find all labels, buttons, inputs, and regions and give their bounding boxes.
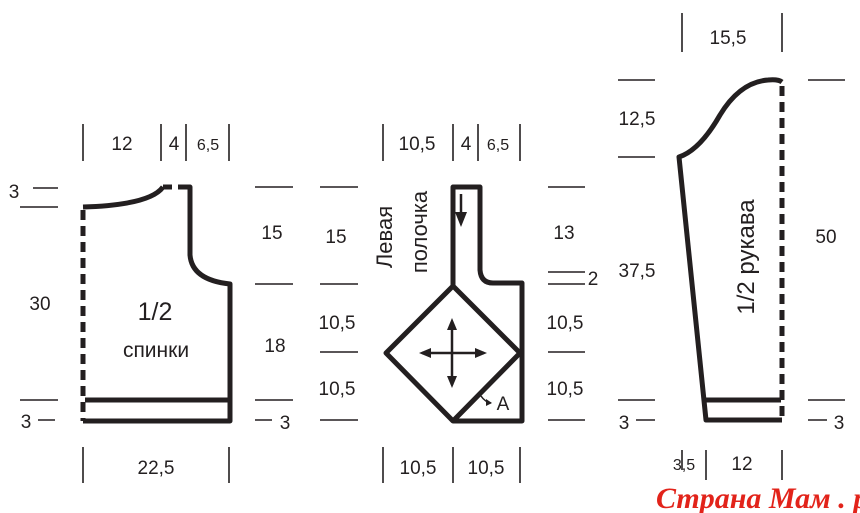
sleeve-bottom-offset-label: 3,5	[673, 457, 695, 474]
pattern-line	[447, 318, 457, 330]
sleeve-body-height-label: 37,5	[619, 261, 656, 282]
sleeve-bottom-width-label: 12	[731, 454, 752, 475]
sleeve-cap-height-label: 12,5	[619, 109, 656, 130]
back-neck-width-label: 4	[169, 134, 180, 155]
front-left-upper-label: 15	[325, 227, 346, 248]
back-title-fraction: 1/2	[138, 298, 173, 326]
back-side-height-label: 18	[264, 336, 285, 357]
front-right-mid-label: 10,5	[547, 313, 584, 334]
sleeve-rib-left-label: 3	[619, 413, 630, 434]
pattern-line	[455, 212, 467, 227]
front-outline	[383, 184, 525, 424]
back-rib-left-label: 3	[21, 412, 32, 433]
pattern-line	[447, 376, 457, 388]
front-neck-width-label: 4	[461, 134, 472, 155]
back-neck-depth-label: 3	[9, 182, 20, 203]
back-armhole-height-label: 15	[261, 223, 282, 244]
back-top-ticks	[82, 124, 230, 161]
back-bottom-width-label: 22,5	[138, 458, 175, 479]
back-piece: 12 4 6,5 3 30 3 15 18 3 1/2 спинки 22,5	[9, 124, 293, 483]
strap-down-arrow-icon	[455, 194, 467, 227]
front-bottom-right-label: 10,5	[468, 458, 505, 479]
sleeve-rib-right-label: 3	[834, 413, 845, 434]
back-rib-right-label: 3	[280, 413, 291, 434]
front-left-lower-label: 10,5	[319, 379, 356, 400]
front-right-upper-label: 13	[553, 223, 574, 244]
front-corner-label: A	[497, 394, 510, 415]
back-title-word: спинки	[123, 339, 189, 362]
sleeve-piece: 15,5 12,5 37,5 3 50 3 1/2 рукава 3,5 12	[618, 13, 845, 480]
front-left-mid-label: 10,5	[319, 313, 356, 334]
back-height-label: 30	[29, 294, 50, 315]
pattern-line	[475, 348, 487, 358]
sleeve-title: 1/2 рукава	[733, 199, 760, 315]
front-top-width-label: 10,5	[399, 134, 436, 155]
front-piece: 10,5 4 6,5 15 10,5 10,5 13 2 10,5 10,5 Л…	[319, 124, 599, 483]
front-shoulder-width-label: 6,5	[487, 137, 509, 154]
front-bottom-left-label: 10,5	[400, 458, 437, 479]
watermark-logo: Страна Мам . ру	[656, 482, 860, 513]
back-outline	[82, 184, 233, 424]
four-way-arrows-icon	[419, 318, 487, 388]
sleeve-outline	[676, 77, 784, 423]
back-shoulder-width-label: 6,5	[197, 137, 219, 154]
pattern-line	[486, 399, 492, 406]
sleeve-total-height-label: 50	[815, 227, 836, 248]
front-title-line2: полочка	[407, 190, 432, 273]
front-right-step-label: 2	[588, 269, 599, 290]
pattern-line	[419, 348, 431, 358]
front-title-line1: Левая	[372, 206, 397, 268]
front-right-lower-label: 10,5	[547, 379, 584, 400]
sleeve-top-width-label: 15,5	[710, 28, 747, 49]
corner-arrow-icon	[480, 395, 492, 406]
back-top-width-label: 12	[111, 134, 132, 155]
